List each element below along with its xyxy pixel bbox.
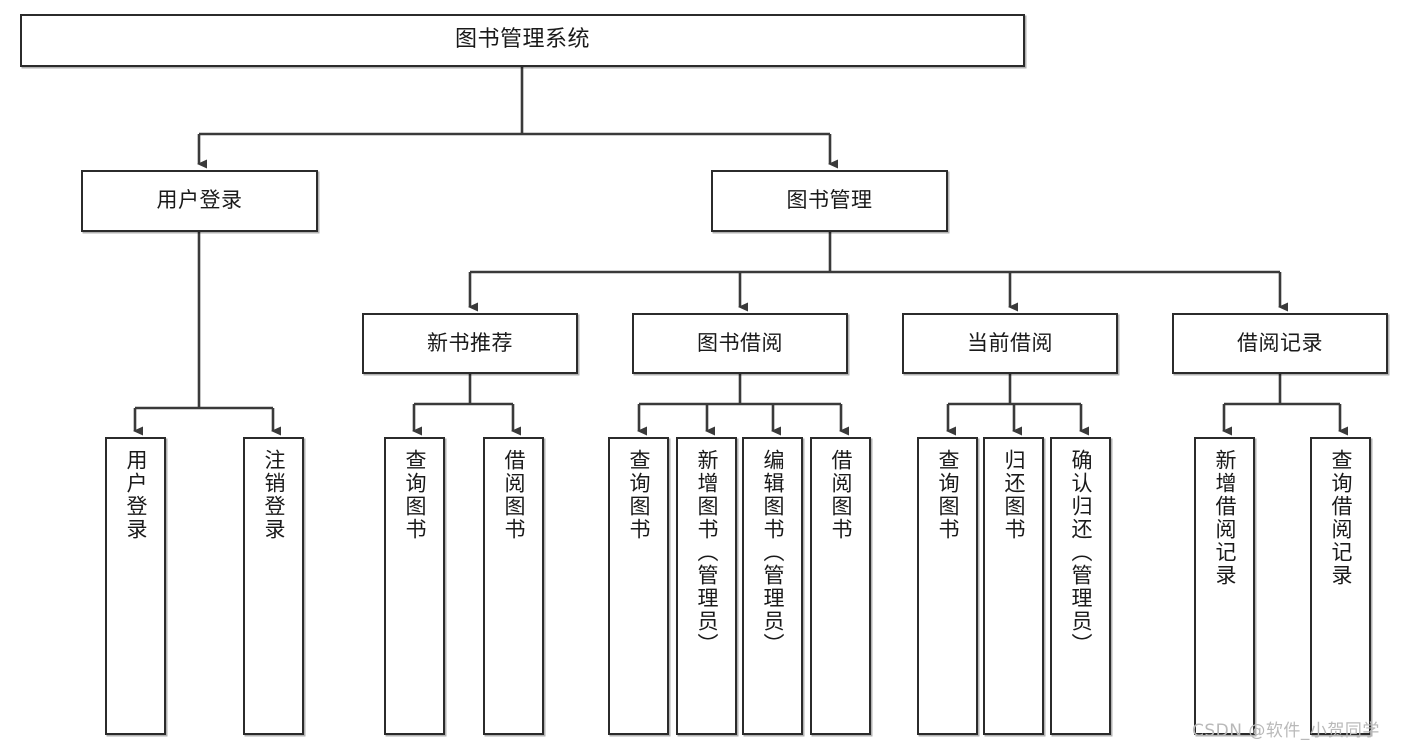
node-label: 查询图书 [403, 449, 427, 541]
node-label: 用户登录 [156, 188, 243, 213]
leaf-user-login-login[interactable]: 用户登录 [105, 437, 166, 735]
leaf-borrow-query-book[interactable]: 查询图书 [608, 437, 669, 735]
leaf-record-add-record[interactable]: 新增借阅记录 [1194, 437, 1255, 735]
node-label: 图书管理系统 [454, 27, 590, 53]
leaf-borrow-add-book-admin[interactable]: 新增图书（管理员） [676, 437, 737, 735]
node-user-login[interactable]: 用户登录 [81, 170, 318, 232]
leaf-borrow-borrow-book[interactable]: 借阅图书 [810, 437, 871, 735]
node-book-management[interactable]: 图书管理 [711, 170, 948, 232]
csdn-watermark: CSDN @软件_小贺同学 [1192, 721, 1380, 741]
node-label: 查询借阅记录 [1329, 449, 1353, 587]
leaf-record-query-record[interactable]: 查询借阅记录 [1310, 437, 1371, 735]
leaf-recommend-query-book[interactable]: 查询图书 [384, 437, 445, 735]
node-label: 用户登录 [124, 449, 148, 541]
node-label: 查询图书 [936, 449, 960, 541]
node-current-borrow[interactable]: 当前借阅 [902, 313, 1118, 374]
node-root-system[interactable]: 图书管理系统 [20, 14, 1025, 67]
leaf-current-return-book[interactable]: 归还图书 [983, 437, 1044, 735]
node-label: 借阅记录 [1237, 330, 1323, 355]
node-label: 当前借阅 [967, 330, 1053, 355]
node-label: 借阅图书 [829, 449, 853, 541]
leaf-user-login-logout[interactable]: 注销登录 [243, 437, 304, 735]
node-label: 新增图书（管理员） [695, 449, 719, 656]
node-label: 图书借阅 [697, 330, 783, 355]
node-book-borrow[interactable]: 图书借阅 [632, 313, 848, 374]
node-label: 归还图书 [1002, 449, 1026, 541]
node-new-book-recommend[interactable]: 新书推荐 [362, 313, 578, 374]
node-label: 注销登录 [262, 449, 286, 541]
leaf-current-query-book[interactable]: 查询图书 [917, 437, 978, 735]
node-label: 确认归还（管理员） [1069, 449, 1093, 656]
leaf-borrow-edit-book-admin[interactable]: 编辑图书（管理员） [742, 437, 803, 735]
node-label: 编辑图书（管理员） [761, 449, 785, 656]
leaf-recommend-borrow-book[interactable]: 借阅图书 [483, 437, 544, 735]
node-label: 新增借阅记录 [1213, 449, 1237, 587]
leaf-current-confirm-return-admin[interactable]: 确认归还（管理员） [1050, 437, 1111, 735]
node-label: 查询图书 [627, 449, 651, 541]
node-label: 新书推荐 [427, 330, 513, 355]
node-borrow-record[interactable]: 借阅记录 [1172, 313, 1388, 374]
node-label: 图书管理 [786, 188, 873, 213]
node-label: 借阅图书 [502, 449, 526, 541]
